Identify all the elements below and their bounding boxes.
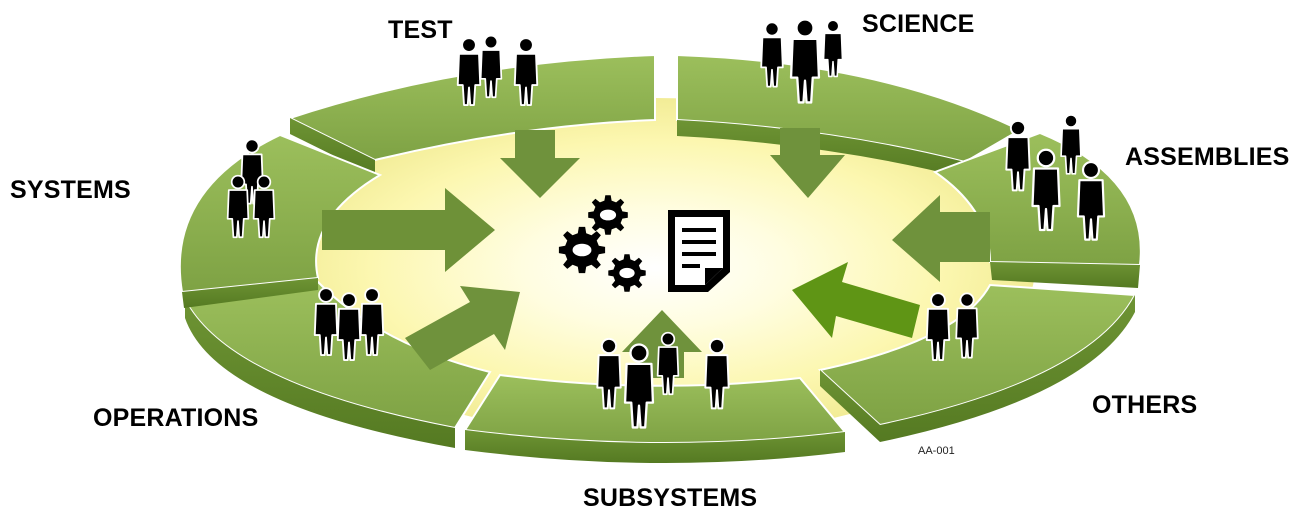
- label-science: SCIENCE: [862, 10, 975, 38]
- segment-systems: [178, 133, 383, 294]
- label-others: OTHERS: [1092, 391, 1198, 419]
- arrow-from-operations: [405, 286, 520, 370]
- label-systems: SYSTEMS: [10, 176, 131, 204]
- label-assemblies: ASSEMBLIES: [1125, 143, 1290, 171]
- label-test: TEST: [388, 16, 453, 44]
- people-operations: [313, 287, 385, 361]
- arrow-from-systems: [322, 188, 495, 272]
- flow-arrows: [322, 128, 990, 378]
- label-subsystems: SUBSYSTEMS: [583, 484, 758, 512]
- center-glow: [275, 98, 1035, 438]
- arrow-from-test: [500, 130, 580, 198]
- ring-segments: [178, 53, 1142, 464]
- arrow-from-science: [770, 128, 845, 198]
- label-operations: OPERATIONS: [93, 404, 259, 432]
- segment-subsystems: [463, 373, 847, 444]
- arrow-from-assemblies: [892, 195, 990, 282]
- document-icon: [668, 210, 730, 292]
- arrow-from-others: [792, 262, 920, 338]
- segment-test: [287, 53, 656, 162]
- figure-id: AA-001: [918, 445, 955, 457]
